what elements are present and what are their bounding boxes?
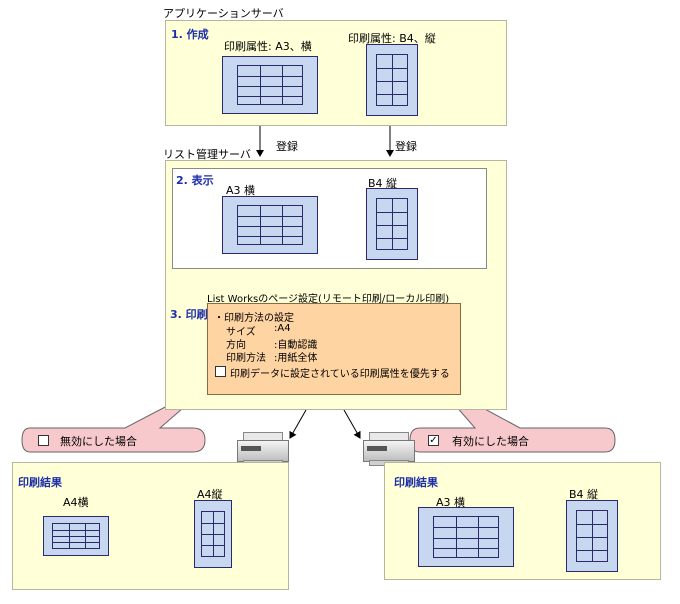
display-a3-doc-icon — [222, 196, 318, 254]
printer-icon-right — [363, 432, 415, 466]
doc-b4-attr-label: 印刷属性: B4、縦 — [348, 32, 436, 45]
display-b4-label: B4 縦 — [368, 177, 398, 190]
display-panel — [172, 168, 487, 269]
step-print-title: 3. 印刷 — [170, 308, 208, 321]
result-left-a4-portrait-label: A4縦 — [197, 488, 223, 501]
priority-checkbox[interactable] — [215, 366, 226, 377]
settings-heading: ・印刷方法の設定 — [214, 313, 294, 324]
result-right-title: 印刷結果 — [394, 476, 438, 489]
page-setting-title: List Worksのページ設定(リモート印刷/ローカル印刷) — [207, 294, 450, 305]
step-create-title: 1. 作成 — [171, 28, 209, 41]
method-value: :用紙全体 — [274, 353, 318, 364]
doc-b4-portrait-icon — [366, 44, 418, 116]
direction-label: 方向 — [226, 340, 246, 351]
printer-arrow-right — [343, 409, 361, 439]
result-right-a3-doc — [418, 507, 514, 567]
disabled-checkbox — [38, 435, 49, 446]
bubble-disabled-label: 無効にした場合 — [60, 435, 137, 448]
method-label: 印刷方法 — [226, 353, 266, 364]
display-b4-doc-icon — [366, 188, 418, 260]
result-left-a4-landscape-doc — [43, 516, 109, 556]
register-label-right: 登録 — [395, 140, 417, 153]
list-server-title: リスト管理サーバ — [163, 148, 251, 161]
printer-icon-left — [237, 432, 289, 466]
result-right-b4-doc — [566, 500, 618, 572]
app-server-title: アプリケーションサーバ — [163, 7, 284, 20]
doc-a3-landscape-icon — [222, 56, 318, 114]
display-a3-label: A3 横 — [226, 184, 256, 197]
result-left-title: 印刷結果 — [18, 476, 62, 489]
app-server-panel — [165, 20, 507, 126]
bubble-disabled-shape — [21, 381, 214, 453]
printer-arrow-left — [289, 409, 307, 439]
direction-value: :自動認識 — [274, 340, 318, 351]
register-label-left: 登録 — [276, 140, 298, 153]
result-left-a4-landscape-label: A4横 — [63, 496, 89, 509]
bubble-enabled-label: 有効にした場合 — [452, 435, 529, 448]
result-right-b4-label: B4 縦 — [569, 488, 599, 501]
size-value: :A4 — [274, 323, 291, 334]
enabled-checkbox: ✓ — [428, 435, 439, 446]
doc-a3-attr-label: 印刷属性: A3、横 — [224, 40, 312, 53]
result-right-a3-label: A3 横 — [436, 496, 466, 509]
size-label: サイズ — [226, 327, 256, 338]
result-left-a4-portrait-doc — [194, 500, 232, 568]
step-display-title: 2. 表示 — [176, 174, 214, 187]
print-settings-panel: ・印刷方法の設定 サイズ :A4 方向 :自動認識 印刷方法 :用紙全体 印刷デ… — [207, 303, 461, 395]
priority-option-label: 印刷データに設定されている印刷属性を優先する — [230, 369, 450, 380]
